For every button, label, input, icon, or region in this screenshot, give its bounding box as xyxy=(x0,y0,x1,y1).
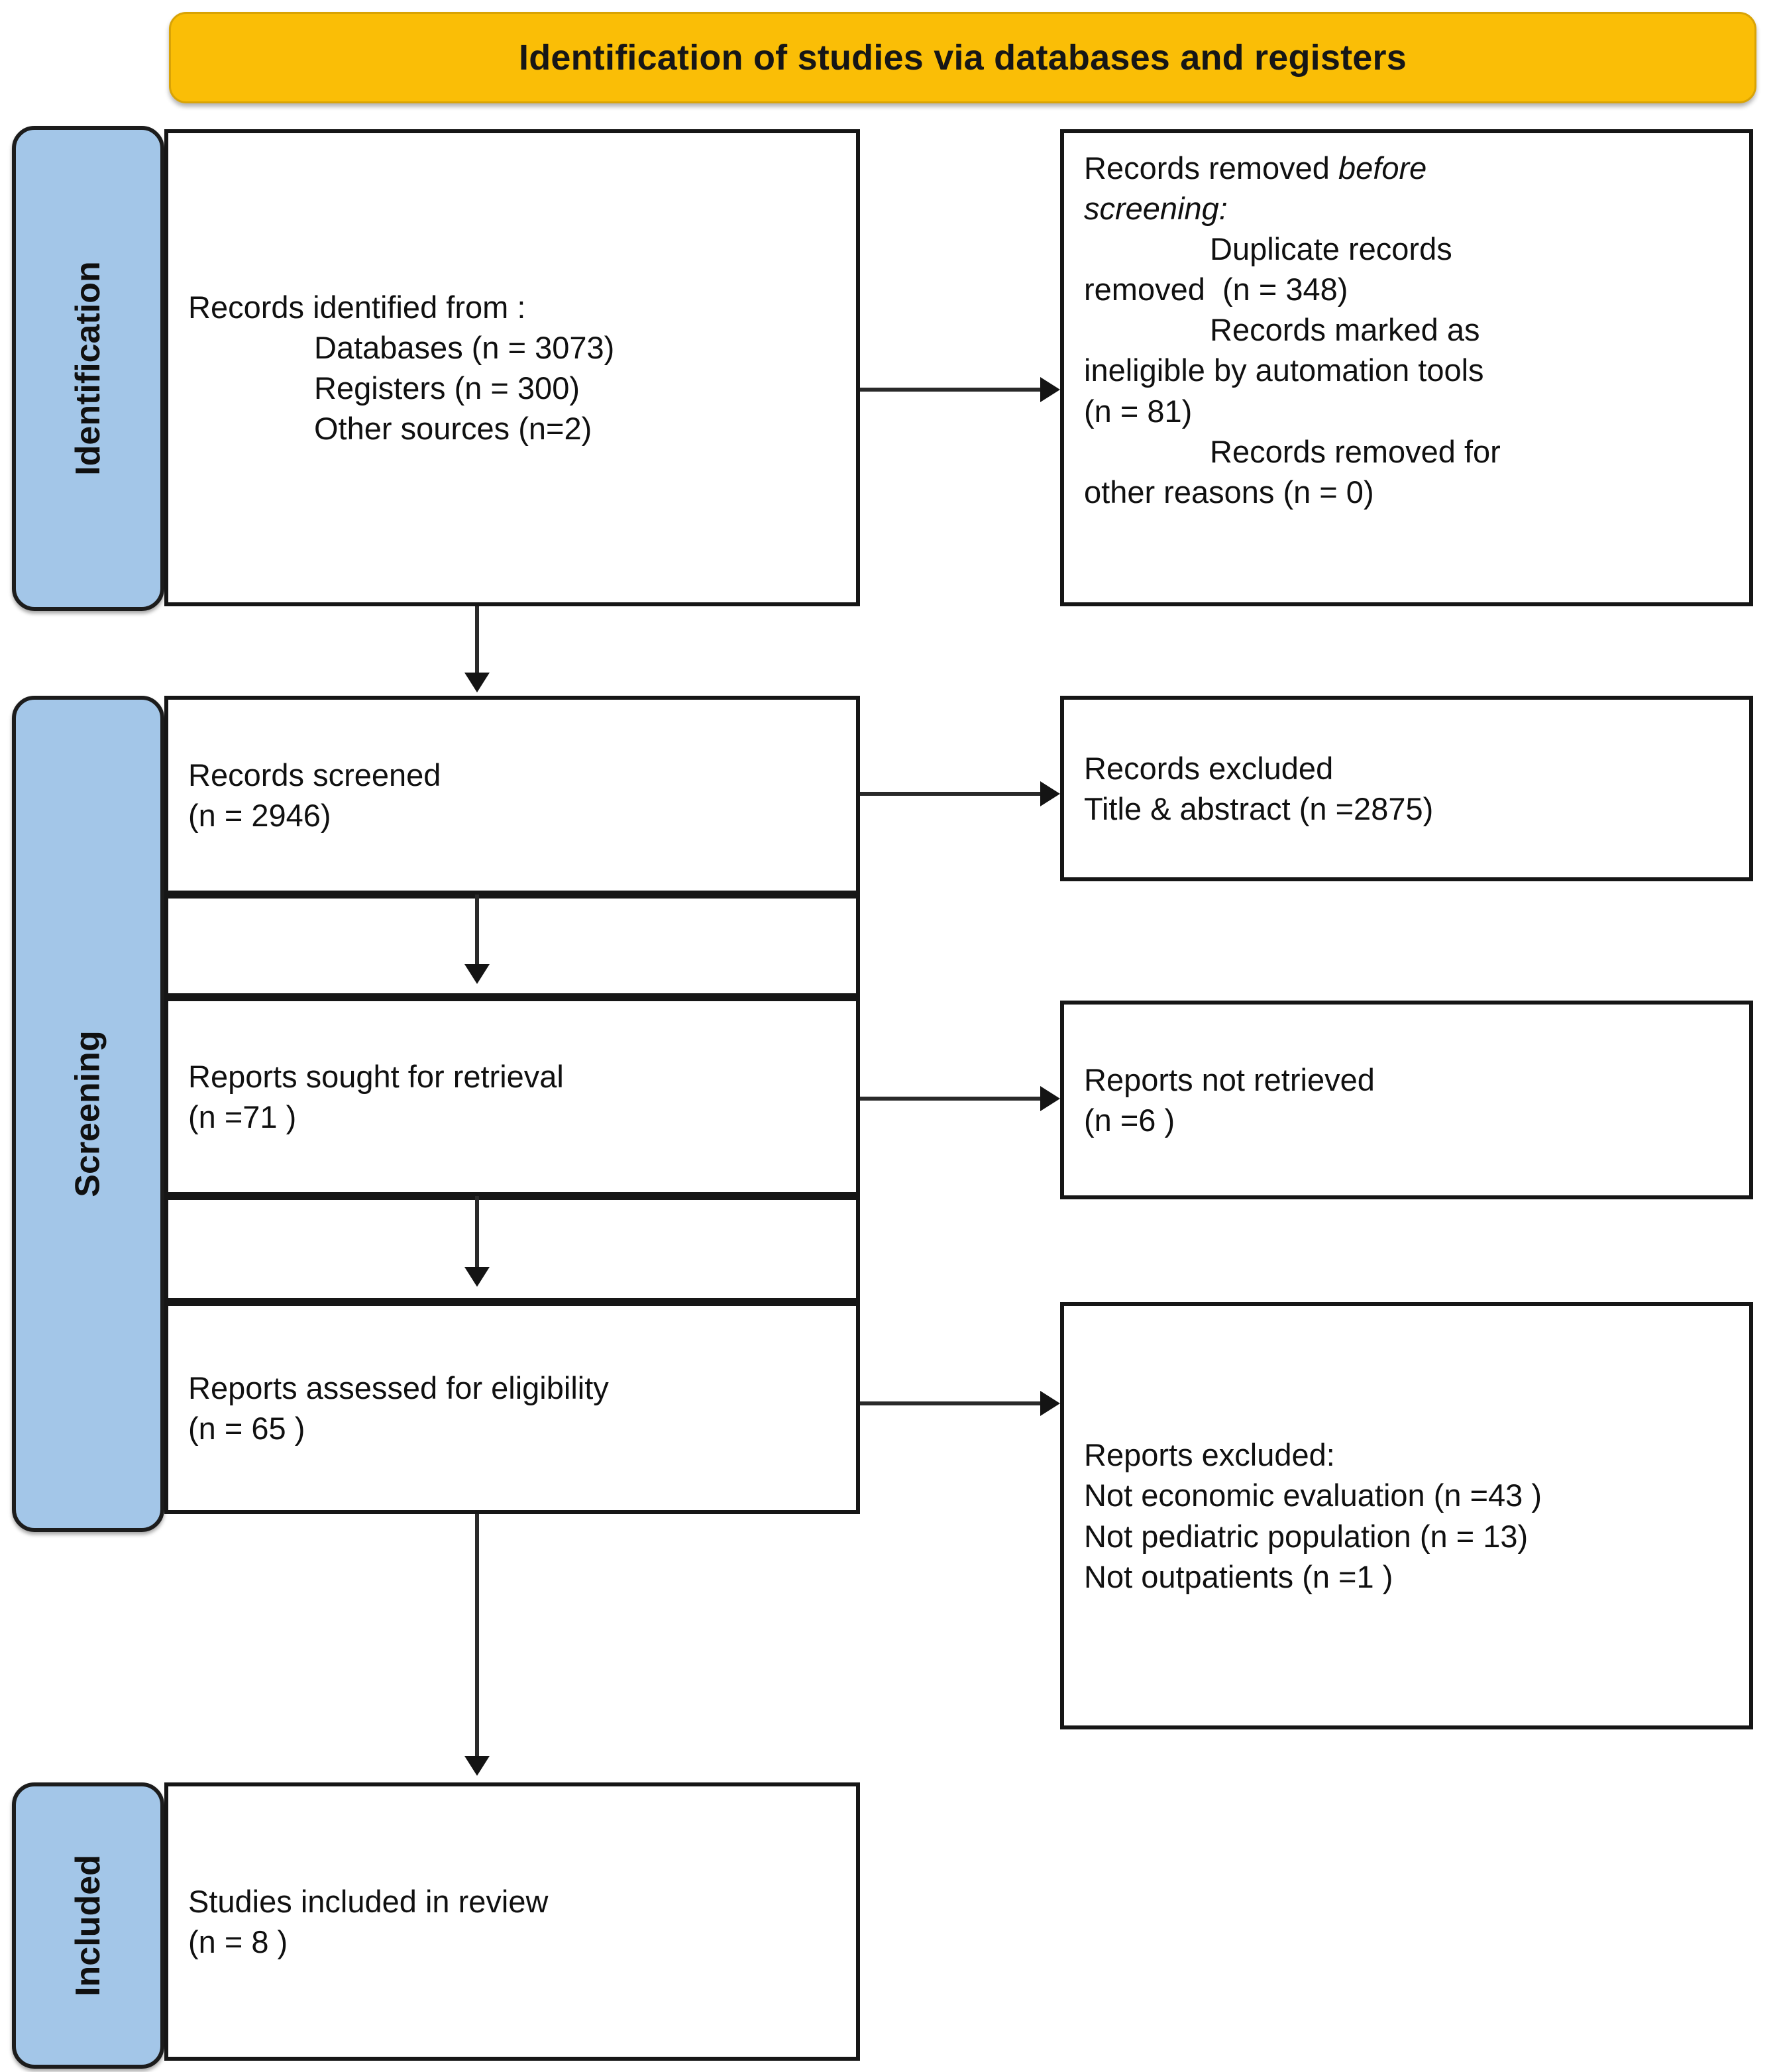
arrowhead-screened-to-excluded xyxy=(1040,781,1060,806)
records-identified-line-2: Registers (n = 300) xyxy=(314,370,580,406)
connector-assessed-to-included xyxy=(475,1514,479,1759)
connector-sought-to-assessed xyxy=(475,1196,479,1270)
box-records-removed-before-screening: Records removed before screening: Duplic… xyxy=(1060,129,1753,606)
connector-sought-to-not-retrieved xyxy=(860,1097,1040,1101)
box-studies-included: Studies included in review (n = 8 ) xyxy=(164,1782,860,2061)
stage-label-identification: Identification xyxy=(12,126,164,611)
stage-label-screening-text: Screening xyxy=(69,1030,108,1197)
records-removed-line-4: Records marked as xyxy=(1210,312,1480,348)
records-removed-italic-before: before xyxy=(1338,150,1427,186)
reports-assessed-line-1: (n = 65 ) xyxy=(188,1411,305,1446)
arrowhead-screened-to-sought xyxy=(464,964,490,984)
records-removed-line-2: Duplicate records xyxy=(1210,231,1452,267)
arrowhead-identified-to-screened xyxy=(464,673,490,692)
box-records-identified: Records identified from : Databases (n =… xyxy=(164,129,860,606)
records-identified-line-1: Databases (n = 3073) xyxy=(314,329,615,365)
diagram-header-banner: Identification of studies via databases … xyxy=(169,12,1756,103)
arrowhead-sought-to-assessed xyxy=(464,1267,490,1287)
reports-excluded-line-0: Reports excluded: xyxy=(1084,1437,1335,1473)
records-identified-line-3: Other sources (n=2) xyxy=(314,411,592,447)
records-removed-line-0: Records removed before xyxy=(1084,150,1427,186)
connector-assessed-to-excluded xyxy=(860,1401,1040,1405)
studies-included-line-0: Studies included in review xyxy=(188,1883,549,1919)
records-removed-line-7: Records removed for xyxy=(1210,433,1501,469)
connector-identified-to-removed xyxy=(860,388,1040,392)
records-removed-line-1: screening: xyxy=(1084,191,1228,227)
records-removed-line-6: (n = 81) xyxy=(1084,393,1193,429)
arrowhead-identified-to-removed xyxy=(1040,377,1060,402)
stage-label-included-text: Included xyxy=(68,1855,107,1996)
box-records-screened: Records screened (n = 2946) xyxy=(164,696,860,895)
stage-label-screening: Screening xyxy=(12,696,164,1532)
reports-assessed-line-0: Reports assessed for eligibility xyxy=(188,1370,609,1405)
records-removed-line-5: ineligible by automation tools xyxy=(1084,353,1484,388)
box-reports-sought: Reports sought for retrieval (n =71 ) xyxy=(164,997,860,1196)
page-title: Identification of studies via databases … xyxy=(519,38,1407,78)
reports-not-retrieved-line-0: Reports not retrieved xyxy=(1084,1062,1375,1097)
box-left-column-spacer xyxy=(164,895,860,997)
reports-excluded-line-1: Not economic evaluation (n =43 ) xyxy=(1084,1478,1542,1513)
records-removed-line-3: removed (n = 348) xyxy=(1084,272,1348,307)
stage-label-identification-text: Identification xyxy=(69,261,107,476)
box-reports-excluded: Reports excluded: Not economic evaluatio… xyxy=(1060,1302,1753,1729)
records-removed-line-8: other reasons (n = 0) xyxy=(1084,474,1374,510)
records-identified-line-0: Records identified from : xyxy=(188,289,526,325)
studies-included-line-1: (n = 8 ) xyxy=(188,1924,288,1959)
box-left-column-spacer-2 xyxy=(164,1196,860,1302)
reports-excluded-line-2: Not pediatric population (n = 13) xyxy=(1084,1518,1529,1554)
arrowhead-sought-to-not-retrieved xyxy=(1040,1086,1060,1111)
box-reports-not-retrieved: Reports not retrieved (n =6 ) xyxy=(1060,1001,1753,1199)
box-reports-assessed: Reports assessed for eligibility (n = 65… xyxy=(164,1302,860,1514)
reports-sought-line-1: (n =71 ) xyxy=(188,1099,297,1134)
arrowhead-assessed-to-included xyxy=(464,1756,490,1776)
records-excluded-line-1: Title & abstract (n =2875) xyxy=(1084,791,1434,826)
stage-label-included: Included xyxy=(12,1782,164,2069)
connector-identified-to-screened xyxy=(475,606,479,676)
connector-screened-to-sought xyxy=(475,895,479,967)
reports-excluded-line-3: Not outpatients (n =1 ) xyxy=(1084,1558,1393,1594)
records-excluded-line-0: Records excluded xyxy=(1084,750,1334,786)
reports-not-retrieved-line-1: (n =6 ) xyxy=(1084,1103,1175,1138)
arrowhead-assessed-to-excluded xyxy=(1040,1391,1060,1416)
records-screened-line-0: Records screened xyxy=(188,757,441,792)
connector-screened-to-excluded xyxy=(860,792,1040,796)
reports-sought-line-0: Reports sought for retrieval xyxy=(188,1058,564,1094)
records-screened-line-1: (n = 2946) xyxy=(188,798,331,833)
box-records-excluded: Records excluded Title & abstract (n =28… xyxy=(1060,696,1753,881)
